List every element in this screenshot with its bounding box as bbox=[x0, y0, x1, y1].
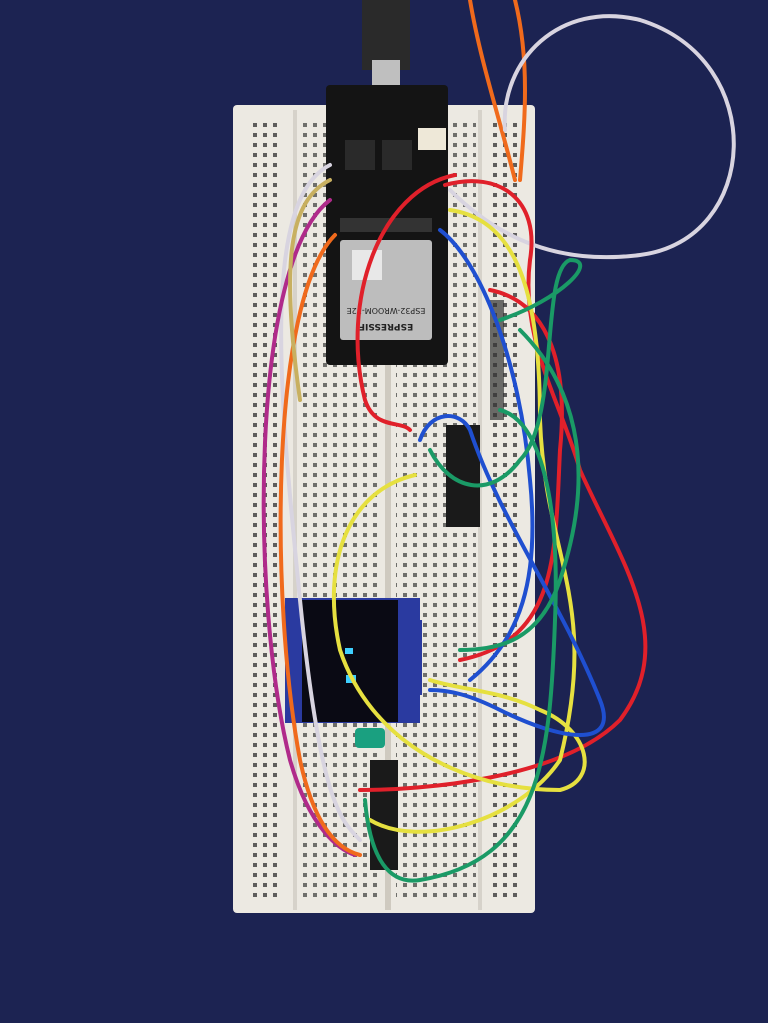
wire-blue-1 bbox=[438, 228, 535, 682]
wire-green-2 bbox=[458, 328, 581, 652]
wire-orange-top bbox=[468, 0, 517, 182]
wire-blue-2 bbox=[418, 414, 606, 737]
module-brand-logo: ESPRESSIF bbox=[359, 321, 413, 331]
wire-magenta bbox=[261, 198, 357, 857]
wire-orange-top-2 bbox=[513, 0, 527, 182]
wire-white-long bbox=[279, 163, 362, 842]
wire-red-esp bbox=[355, 173, 457, 432]
wire-tan bbox=[288, 178, 332, 402]
wire-red-long bbox=[358, 179, 648, 792]
sensor-module bbox=[398, 620, 422, 695]
module-model-label: ESP32-WROOM-32E bbox=[347, 306, 426, 315]
jumper-wires bbox=[261, 0, 736, 883]
wire-green-1 bbox=[428, 257, 583, 488]
wire-orange-long bbox=[278, 233, 362, 857]
usb-cable bbox=[362, 0, 410, 70]
wire-white-loop bbox=[448, 14, 736, 260]
capacitor bbox=[355, 728, 385, 748]
wire-yellow-long bbox=[368, 208, 577, 834]
wire-green-long bbox=[363, 408, 558, 883]
wire-yellow-oled bbox=[331, 473, 587, 793]
transistor-module bbox=[370, 760, 398, 870]
